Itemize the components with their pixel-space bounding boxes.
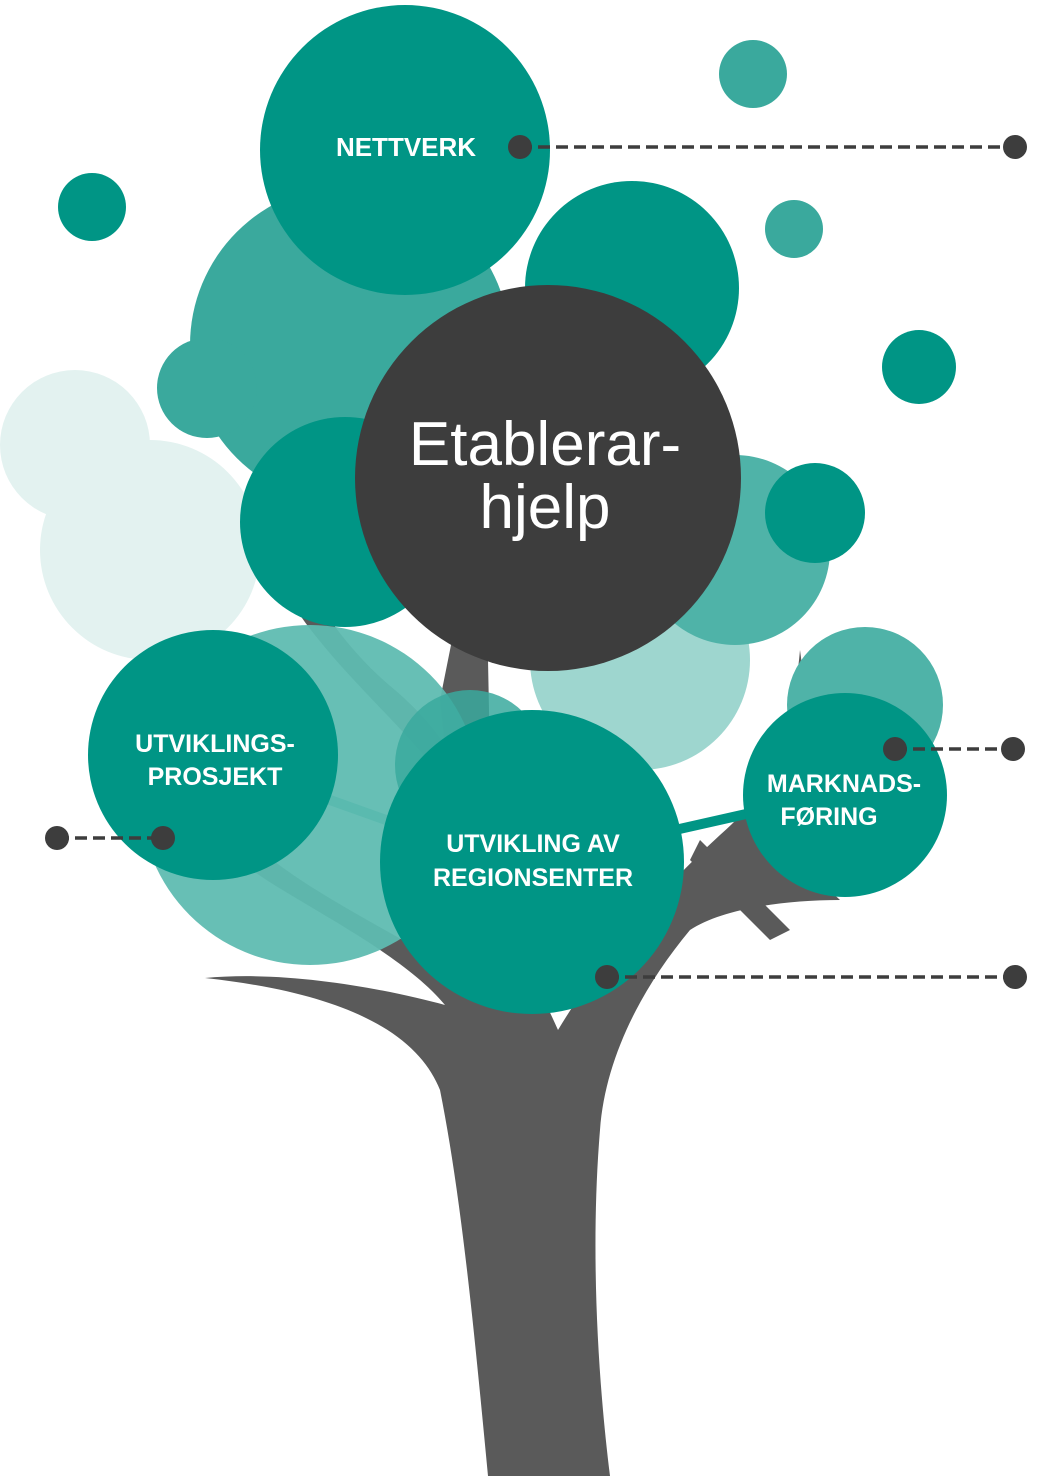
utviklingsprosjekt-label-line2: PROSJEKT	[148, 763, 283, 791]
regionsenter-circle	[380, 710, 684, 1014]
callout-dots	[45, 135, 1027, 989]
canopy-circle	[157, 338, 257, 438]
canopy-circle	[765, 463, 865, 563]
callout-dot	[595, 965, 619, 989]
nettverk-circle	[260, 5, 550, 295]
nettverk-label: NETTVERK	[336, 132, 476, 162]
center-title-line1: Etablerar-	[409, 410, 681, 479]
callout-dot	[151, 826, 175, 850]
floating-circle	[882, 330, 956, 404]
regionsenter-label-line1: UTVIKLING AV	[446, 830, 620, 858]
center-title-line2: hjelp	[480, 473, 611, 542]
marknadsforing-label-line1: MARKNADS-	[767, 770, 921, 798]
callout-lines	[57, 145, 1015, 979]
callout-dot	[1003, 135, 1027, 159]
floating-circle	[58, 173, 126, 241]
background-circle	[0, 370, 150, 520]
callout-dot	[1001, 737, 1025, 761]
floating-circle	[719, 40, 787, 108]
center-circle	[355, 285, 741, 671]
utviklingsprosjekt-label-line1: UTVIKLINGS-	[135, 730, 295, 758]
regionsenter-label-line2: REGIONSENTER	[433, 864, 633, 892]
floating-circle	[765, 200, 823, 258]
callout-dot	[883, 737, 907, 761]
callout-dot	[45, 826, 69, 850]
marknadsforing-label-line2: FØRING	[780, 803, 877, 831]
callout-dot	[508, 135, 532, 159]
callout-dot	[1003, 965, 1027, 989]
utviklingsprosjekt-circle	[88, 630, 338, 880]
